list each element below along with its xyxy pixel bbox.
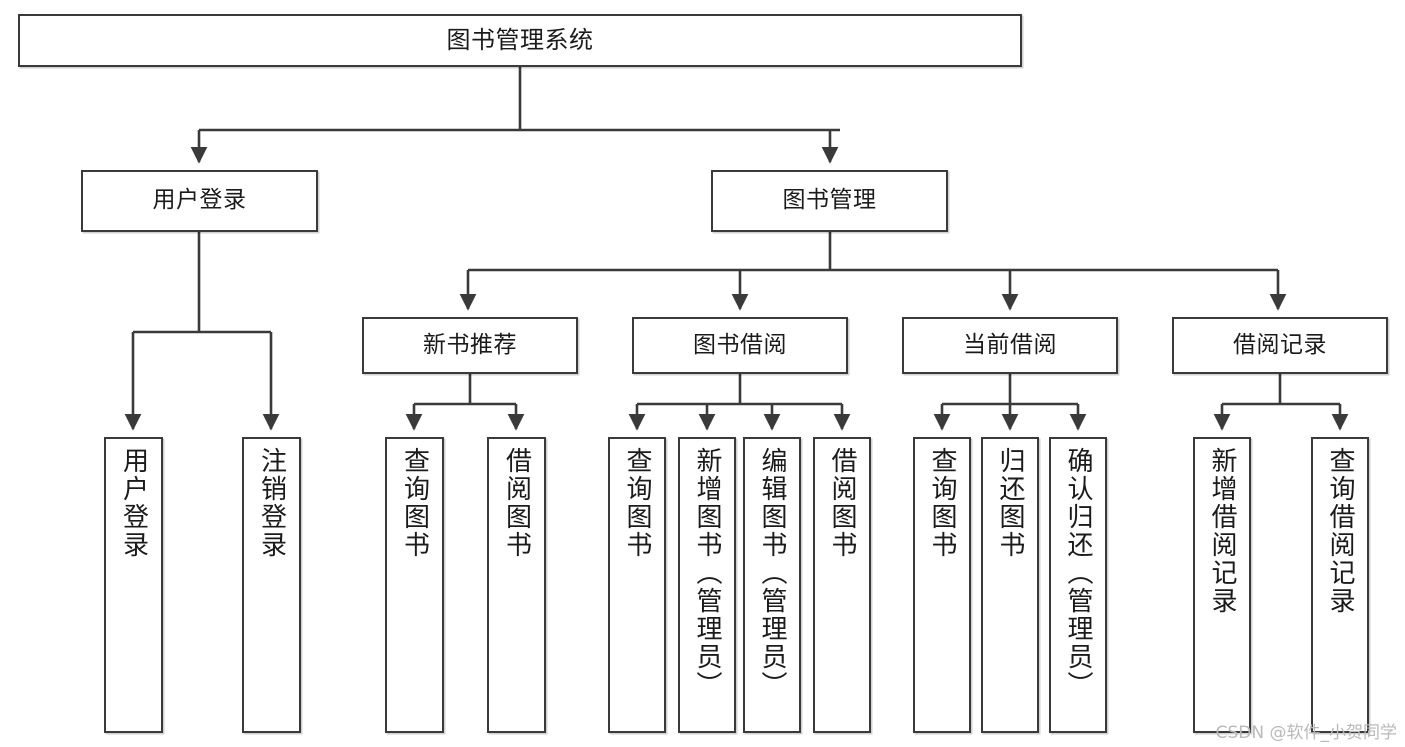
node-leaf-return-book[interactable]: 归还图书 (981, 437, 1039, 733)
node-leaf-confirm-return[interactable]: 确认归还（管理员） (1049, 437, 1107, 733)
node-leaf-borrow-book-2[interactable]: 借阅图书 (813, 437, 871, 733)
node-borrow-record[interactable]: 借阅记录 (1172, 317, 1388, 374)
node-leaf-query-book-1[interactable]: 查询图书 (385, 437, 444, 733)
node-user-login[interactable]: 用户登录 (81, 170, 318, 232)
node-leaf-query-record[interactable]: 查询借阅记录 (1311, 437, 1369, 733)
node-leaf-add-book[interactable]: 新增图书（管理员） (678, 437, 736, 733)
node-label: 查询图书 (622, 447, 652, 559)
node-book-borrow[interactable]: 图书借阅 (632, 317, 848, 374)
node-leaf-logout[interactable]: 注销登录 (242, 437, 301, 733)
node-label: 确认归还（管理员） (1063, 447, 1093, 699)
node-label: 查询借阅记录 (1325, 447, 1355, 615)
node-label: 归还图书 (995, 447, 1025, 559)
node-root-system[interactable]: 图书管理系统 (18, 14, 1022, 67)
node-label: 查询图书 (927, 447, 957, 559)
node-leaf-edit-book[interactable]: 编辑图书（管理员） (743, 437, 801, 733)
node-label: 新增借阅记录 (1207, 447, 1237, 615)
node-label: 用户登录 (118, 447, 149, 559)
node-label: 当前借阅 (963, 331, 1057, 358)
node-label: 新增图书（管理员） (692, 447, 722, 699)
node-label: 借阅图书 (501, 447, 532, 559)
node-label: 新书推荐 (423, 331, 517, 358)
node-leaf-borrow-book-1[interactable]: 借阅图书 (487, 437, 546, 733)
node-new-book-recommend[interactable]: 新书推荐 (362, 317, 578, 374)
node-label: 用户登录 (152, 187, 247, 214)
node-label: 图书借阅 (693, 331, 787, 358)
node-leaf-query-book-3[interactable]: 查询图书 (913, 437, 971, 733)
node-label: 借阅图书 (827, 447, 857, 559)
node-leaf-add-record[interactable]: 新增借阅记录 (1193, 437, 1251, 733)
csdn-watermark: CSDN @软件_小贺同学 (1215, 723, 1397, 743)
node-label: 图书管理 (782, 187, 877, 214)
node-label: 借阅记录 (1233, 331, 1327, 358)
node-leaf-query-book-2[interactable]: 查询图书 (608, 437, 666, 733)
node-label: 查询图书 (399, 447, 430, 559)
node-book-management[interactable]: 图书管理 (711, 170, 948, 232)
node-label: 注销登录 (256, 447, 287, 559)
node-label: 图书管理系统 (446, 26, 594, 55)
node-leaf-user-login[interactable]: 用户登录 (104, 437, 163, 733)
node-current-borrow[interactable]: 当前借阅 (902, 317, 1118, 374)
node-label: 编辑图书（管理员） (757, 447, 787, 699)
